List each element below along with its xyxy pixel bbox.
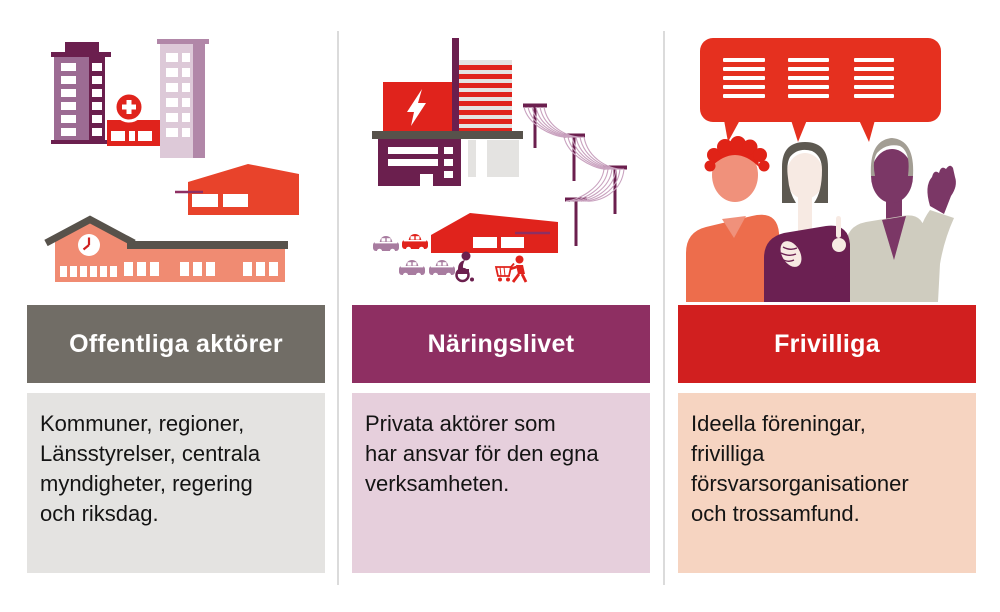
frivilliga-header: Frivilliga bbox=[678, 305, 976, 383]
offentliga-illustration bbox=[27, 28, 325, 303]
raised-hand-icon bbox=[927, 165, 956, 214]
frivilliga-illustration bbox=[678, 28, 976, 303]
car-icon bbox=[399, 260, 425, 277]
factory-icon bbox=[372, 131, 523, 186]
naringslivet-header-label: Näringslivet bbox=[427, 329, 575, 358]
offentliga-header-label: Offentliga aktörer bbox=[69, 329, 283, 358]
school-icon bbox=[44, 215, 288, 282]
power-lines-icon bbox=[523, 103, 627, 246]
offentliga-body: Kommuner, regioner, Länsstyrelser, centr… bbox=[27, 393, 325, 573]
public-buildings-icon bbox=[44, 39, 299, 282]
apartment-tower-left-icon bbox=[51, 42, 111, 144]
pointing-finger-icon bbox=[836, 216, 841, 238]
person-gray-bob-icon bbox=[764, 142, 850, 302]
wheelchair-user-icon bbox=[455, 251, 474, 283]
frivilliga-body-text: Ideella föreningar, frivilliga försvarso… bbox=[691, 411, 909, 526]
naringslivet-header: Näringslivet bbox=[352, 305, 650, 383]
naringslivet-body: Privata aktörer som har ansvar för den e… bbox=[352, 393, 650, 573]
column-divider-2 bbox=[663, 31, 665, 585]
offentliga-body-text: Kommuner, regioner, Länsstyrelser, centr… bbox=[40, 411, 261, 526]
hospital-icon bbox=[107, 91, 160, 146]
people-talking-icon bbox=[686, 38, 956, 302]
shopping-cart-person-icon bbox=[494, 255, 528, 283]
office-annex-icon bbox=[468, 140, 519, 177]
naringslivet-body-text: Privata aktörer som har ansvar för den e… bbox=[365, 411, 599, 496]
car-icon bbox=[402, 234, 428, 251]
industry-icon bbox=[372, 38, 627, 283]
person-curly-red-hair-icon bbox=[686, 136, 779, 302]
store-icon bbox=[431, 213, 558, 253]
lightning-icon bbox=[407, 89, 426, 126]
car-icon bbox=[429, 260, 455, 277]
column-naringslivet: Näringslivet Privata aktörer som har ans… bbox=[352, 0, 650, 612]
column-frivilliga: Frivilliga Ideella föreningar, frivillig… bbox=[678, 0, 976, 612]
power-plant-icon bbox=[383, 38, 459, 133]
frivilliga-body: Ideella föreningar, frivilliga försvarso… bbox=[678, 393, 976, 573]
person-gray-hair-icon bbox=[846, 138, 956, 302]
naringslivet-illustration bbox=[352, 28, 650, 303]
offentliga-header: Offentliga aktörer bbox=[27, 305, 325, 383]
warehouse-icon bbox=[175, 164, 299, 215]
apartment-tower-right-icon bbox=[157, 39, 209, 158]
column-divider-1 bbox=[337, 31, 339, 585]
car-icon bbox=[373, 236, 399, 253]
column-offentliga-aktorer: Offentliga aktörer Kommuner, regioner, L… bbox=[27, 0, 325, 612]
striped-office-icon bbox=[459, 60, 512, 133]
frivilliga-header-label: Frivilliga bbox=[774, 329, 880, 358]
speech-bubble-icon bbox=[700, 38, 941, 142]
